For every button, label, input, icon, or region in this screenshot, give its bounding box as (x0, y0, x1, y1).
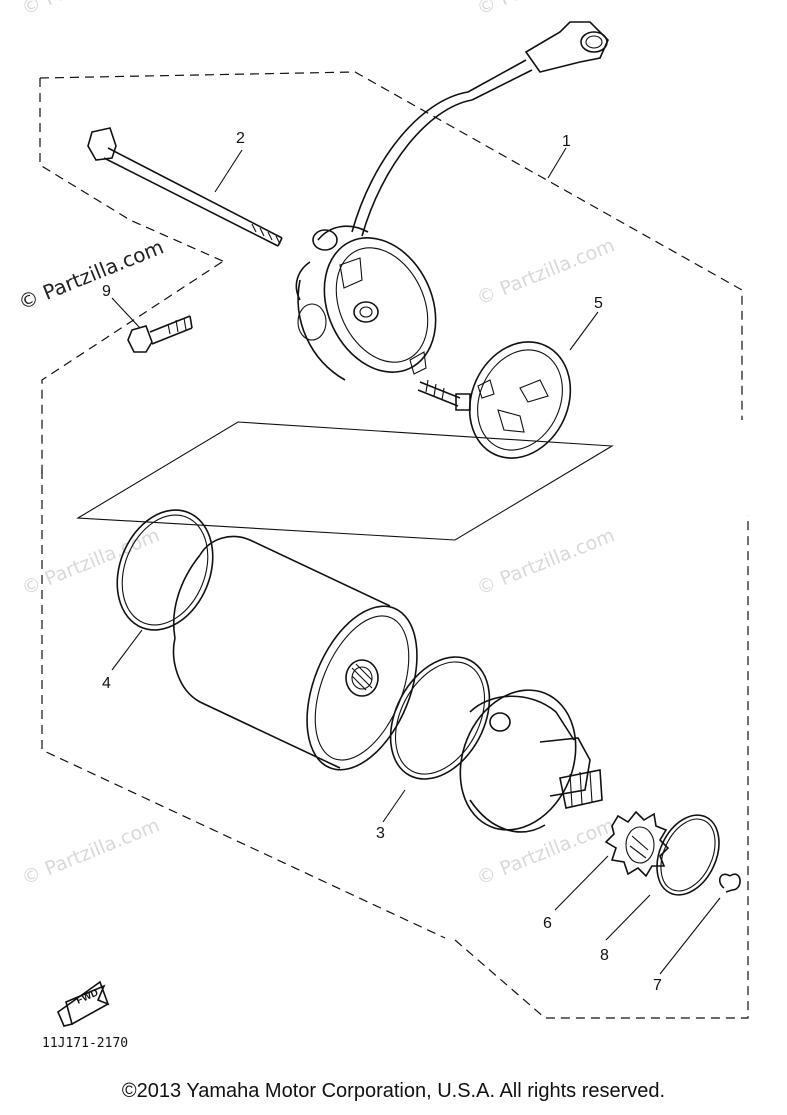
part-6-pinion-gear (604, 810, 670, 878)
copyright-notice: ©2013 Yamaha Motor Corporation, U.S.A. A… (121, 1080, 666, 1102)
callout-8: 8 (600, 947, 609, 964)
forward-arrow-icon: FWD (57, 980, 110, 1027)
callout-9: 9 (102, 283, 111, 300)
front-cover (459, 689, 603, 833)
callout-5: 5 (594, 295, 603, 312)
watermark-text: © Partzilla.com (474, 524, 618, 599)
assembly-outline-lower (41, 261, 749, 1019)
fwd-label: FWD (75, 987, 100, 1006)
part-7-circlip (718, 873, 741, 893)
watermark-text: © Partzilla.com (19, 814, 163, 889)
callout-labels: 2 1 9 5 4 3 6 8 7 (102, 130, 662, 994)
callout-7: 7 (653, 977, 662, 994)
part-4-o-ring (116, 509, 214, 631)
reference-outline (76, 421, 614, 541)
part-8-o-ring (656, 814, 720, 896)
watermark-text: © Partzilla.com (474, 0, 618, 20)
callout-4: 4 (102, 675, 111, 692)
part-9-screw (127, 315, 193, 353)
part-3-o-ring (389, 656, 491, 780)
watermark-text-dark: © Partzilla.com (15, 235, 167, 315)
callout-2: 2 (236, 130, 245, 147)
callout-3: 3 (376, 825, 385, 842)
callout-1: 1 (562, 133, 571, 150)
part-1-end-cover (295, 21, 609, 381)
part-2-through-bolt (87, 127, 283, 247)
watermark-text: © Partzilla.com (19, 524, 163, 599)
assembly-outline-upper (39, 71, 743, 420)
callout-6: 6 (543, 915, 552, 932)
yoke-housing (172, 535, 418, 771)
drawing-number: 11J171-2170 (42, 1036, 128, 1051)
leader-lines (111, 147, 721, 975)
watermark-text: © Partzilla.com (19, 0, 163, 20)
part-5-brush-holder (417, 341, 572, 459)
